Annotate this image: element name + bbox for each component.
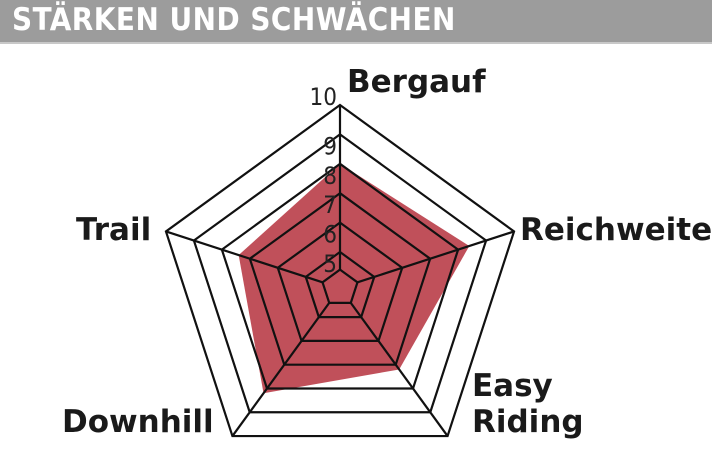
tick-label: 5 [323,250,337,278]
axis-label-reichweite: Reichweite [520,212,712,248]
tick-label: 9 [323,132,337,160]
tick-label: 8 [323,162,337,190]
grid-ring [220,162,460,390]
tick-label: 10 [310,83,337,111]
grid-spoke [231,302,331,437]
grid-spoke [357,230,515,284]
grid-ring [304,250,376,319]
axis-label-downhill: Downhill [62,404,214,440]
grid-ring [321,268,359,304]
axis-label-trail: Trail [76,212,152,248]
grid-spoke [165,230,323,284]
grid-spoke [349,302,449,437]
grid-ring [192,133,488,414]
grid-ring [248,191,432,366]
axis-label-easy: Easy [472,368,553,404]
axis-label-riding: Riding [472,404,584,440]
tick-label: 6 [323,221,337,249]
tick-label: 7 [323,191,337,219]
header-bar: STÄRKEN UND SCHWÄCHEN [0,0,712,44]
grid-ring [276,221,404,343]
axis-label-bergauf: Bergauf [347,64,486,100]
grid-ring [164,103,516,438]
chart-title: STÄRKEN UND SCHWÄCHEN [12,2,456,38]
